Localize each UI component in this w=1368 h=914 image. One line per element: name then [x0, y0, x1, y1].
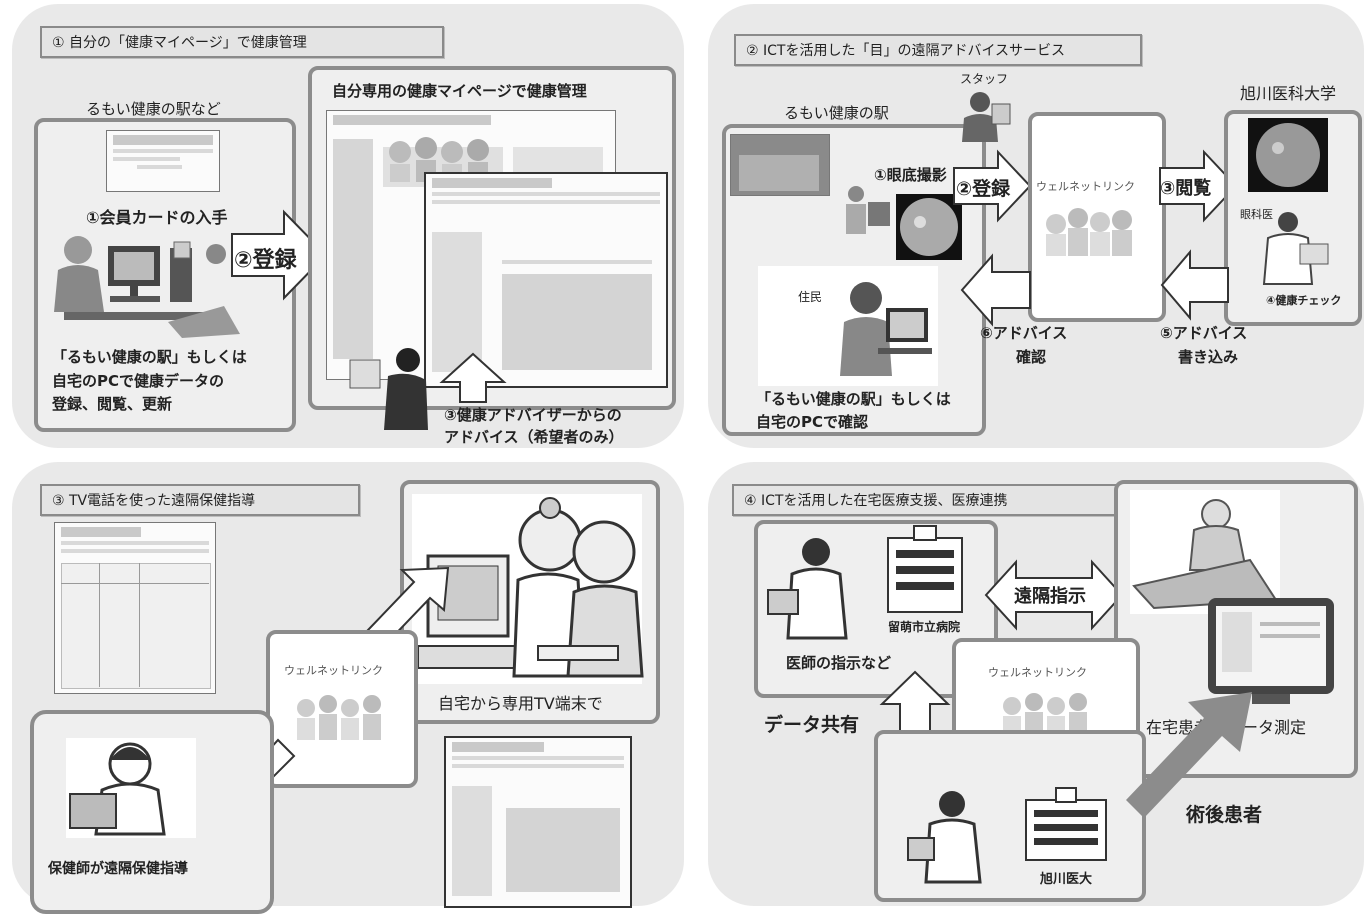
measurement-monitor-illustration: [1208, 598, 1334, 704]
step1-member-card: ①会員カードの入手: [86, 208, 228, 227]
mypage-screenshot-front: [424, 172, 668, 388]
register-arrow-2: [953, 149, 1032, 223]
step3-view-label: ③閲覧: [1160, 178, 1212, 199]
panel2-title: ② ICTを活用した「目」の遠隔アドバイスサービス: [734, 34, 1142, 66]
writeback-arrow: [1160, 249, 1229, 321]
resident-label: 住民: [798, 290, 823, 304]
remote-instruction-label: 遠隔指示: [1014, 586, 1086, 607]
post-op-patient-label: 術後患者: [1186, 804, 1263, 826]
nurse-at-laptop-illustration: [66, 738, 196, 838]
step2-register-label: ②登録: [234, 248, 297, 273]
panel4-title: ④ ICTを活用した在宅医療支援、医療連携: [732, 484, 1126, 516]
ophthalmologist-label: 眼科医: [1240, 208, 1273, 221]
fundus-camera-illustration: [846, 186, 890, 234]
step2-register-label-2: ②登録: [956, 178, 1011, 200]
panel1-desc-line3: 登録、閲覧、更新: [52, 395, 173, 413]
confirm-line2: 自宅のPCで確認: [756, 413, 869, 431]
panel1-title: ① 自分の「健康マイページ」で健康管理: [40, 26, 444, 58]
advice-up-arrow: [439, 352, 507, 403]
health-record-table: [54, 522, 216, 694]
user-at-pc-illustration: [54, 236, 240, 338]
register-arrow-1: [231, 209, 328, 301]
wellnet-logo-2: ウェルネットリンク: [1036, 180, 1135, 193]
tv-health-data-screenshot: [444, 736, 632, 908]
panel1-location-label: るもい健康の駅など: [86, 100, 221, 118]
fundus-image-1: [896, 194, 962, 260]
wellnet-logo-3: ウェルネットリンク: [284, 664, 383, 677]
staff-illustration: [962, 92, 1011, 142]
step6-line2: 確認: [1016, 348, 1047, 366]
wellnet-logo-4: ウェルネットリンク: [988, 666, 1087, 679]
confirm-line1: 「るもい健康の駅」もしくは: [756, 390, 951, 408]
step5-line1: ⑤アドバイス: [1160, 324, 1248, 342]
elderly-couple-at-pc-illustration: [417, 497, 644, 678]
advice-line1: ③健康アドバイザーからの: [444, 406, 622, 424]
wellnet-server-box-3: [266, 630, 418, 788]
ophthalmologist-illustration: [1262, 212, 1329, 285]
asahikawa-univ-label: 旭川医大: [1040, 872, 1093, 887]
doctor-illustration-2: [907, 791, 982, 884]
step5-line2: 書き込み: [1178, 348, 1239, 366]
panel3-title: ③ TV電話を使った遠隔保健指導: [40, 484, 360, 516]
confirm-arrow: [960, 253, 1031, 327]
tv-caption: 自宅から専用TV端末で: [438, 694, 603, 713]
wellnet-people-3: [297, 695, 381, 740]
hospital-building-icon-2: [1025, 787, 1107, 861]
panel2-staff-label: スタッフ: [960, 72, 1009, 86]
home-care-illustration: [1130, 490, 1280, 614]
panel2-location-label: るもい健康の駅: [784, 104, 889, 122]
step6-line1: ⑥アドバイス: [980, 324, 1068, 342]
doctor-illustration-1: [767, 538, 848, 640]
nurse-caption: 保健師が遠隔保健指導: [48, 861, 188, 877]
view-arrow: [1159, 149, 1238, 223]
advice-line2: アドバイス（希望者のみ）: [444, 428, 624, 446]
wellnet-people-2: [1046, 208, 1132, 256]
member-card-image: [106, 130, 220, 192]
mypage-caption: 自分専用の健康マイページで健康管理: [332, 82, 587, 100]
station-building-photo: [730, 134, 830, 196]
rumoi-hospital-label: 留萌市立病院: [888, 620, 961, 634]
step4-health-check: ④健康チェック: [1266, 294, 1342, 307]
hospital-building-icon-1: [887, 525, 963, 613]
resident-at-pc-illustration: [840, 282, 932, 376]
panel2-univ-label: 旭川医科大学: [1240, 84, 1337, 103]
doctor-instruction-label: 医師の指示など: [786, 654, 892, 672]
fundus-image-2: [1248, 118, 1328, 192]
panel1-desc-line1: 「るもい健康の駅」もしくは: [52, 348, 247, 366]
post-op-data-arrow: [1126, 692, 1252, 818]
advisor-illustration: [349, 348, 428, 430]
data-share-label: データ共有: [764, 714, 860, 736]
step1-fundus-photo: ①眼底撮影: [874, 166, 947, 184]
panel1-desc-line2: 自宅のPCで健康データの: [52, 372, 225, 390]
